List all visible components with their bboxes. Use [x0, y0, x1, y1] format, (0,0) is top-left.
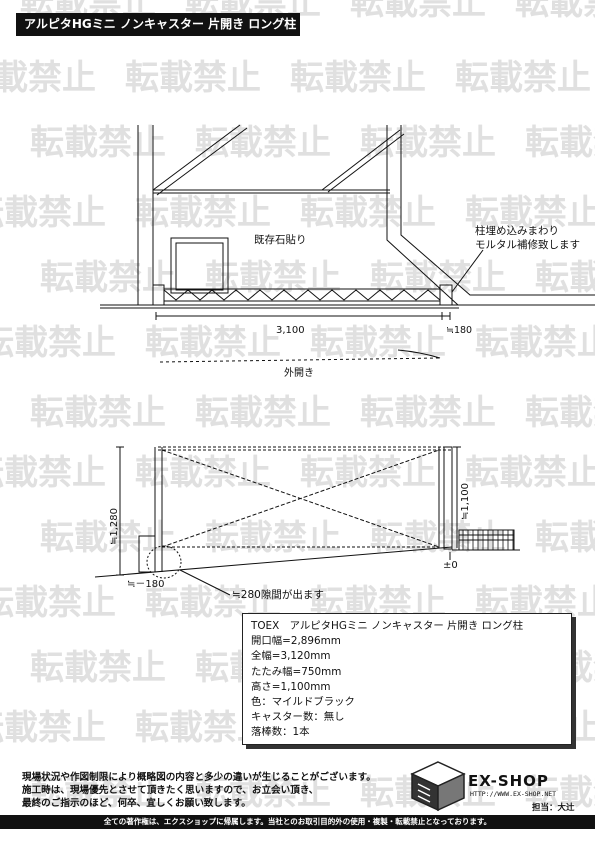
sloped-ground	[94, 546, 453, 578]
watermark-text: 転載禁止	[465, 453, 595, 493]
watermark-text: 転載禁止	[135, 453, 271, 493]
gate-cross	[161, 449, 440, 548]
spec-drop-rod: 落棒数：1本	[251, 726, 310, 739]
watermark-text: 転載禁止	[525, 773, 595, 813]
post-dim-label: ≒180	[446, 325, 472, 336]
opening-arrow	[397, 349, 441, 359]
watermark-text: 転載禁止	[195, 123, 331, 163]
copyright-footer: 全ての著作権は、エクスショップに帰属します。当社とのお取引目的外の使用・複製・転…	[0, 815, 595, 829]
watermark-text: 転載禁止	[0, 58, 96, 98]
left-post-base	[138, 535, 156, 573]
house-diagonal	[321, 129, 401, 191]
watermark-text: 転載禁止	[0, 583, 116, 623]
gap-leader	[179, 569, 231, 596]
watermark-text: 転載禁止	[145, 323, 281, 363]
gap-note-label: ≒280隙間が出ます	[232, 588, 324, 601]
watermark-text: 転載禁止	[0, 708, 106, 748]
spec-product: TOEX アルピタHGミニ ノンキャスター 片開き ロング柱	[251, 620, 524, 632]
spec-total-width: 全幅=3,120mm	[251, 650, 331, 663]
existing-stone-label: 既存石貼り	[254, 233, 307, 246]
gap-highlight	[146, 545, 182, 579]
watermark-text: 転載禁止	[535, 518, 595, 558]
watermark-text: 転載禁止	[0, 193, 106, 233]
zero-level-label: ±0	[443, 560, 458, 571]
house-diagonal	[327, 133, 405, 193]
spec-color: 色：マイルドブラック	[251, 696, 355, 709]
watermark-text: 転載禁止	[40, 518, 176, 558]
left-height-label: ≒1,280	[109, 508, 120, 545]
note-label-2: モルタル補修致します	[475, 238, 580, 251]
watermark-text: 転載禁止	[135, 193, 271, 233]
watermark-text: 転載禁止	[525, 123, 595, 163]
watermark-text: 転載禁止	[535, 258, 595, 298]
watermark-text: 転載禁止	[475, 323, 595, 363]
right-wall	[400, 125, 595, 296]
right-wall	[386, 125, 595, 306]
note-line: 最終のご指示のほど、何卒、宜しくお願い致します。	[22, 798, 251, 809]
spec-opening-width: 開口幅=2,896mm	[251, 635, 341, 648]
watermark-text: 転載禁止	[455, 58, 591, 98]
watermark-text: 転載禁止	[195, 393, 331, 433]
watermark-text: 転載禁止	[515, 0, 595, 23]
note-line: 現場状況や作図制限により概略図の内容と多少の違いが生じることがございます。	[22, 772, 376, 783]
page-title: アルピタHGミニ ノンキャスター 片開き ロング柱	[16, 13, 300, 36]
window-outer	[170, 237, 229, 294]
watermark-text: 転載禁止	[125, 58, 261, 98]
watermark-text: 転載禁止	[195, 773, 331, 813]
opening-direction-label: 外開き	[284, 367, 314, 379]
watermark-text: 転載禁止	[290, 58, 426, 98]
watermark-text: 転載禁止	[0, 323, 116, 363]
note-line: 施工時は、現場優先とさせて頂きたく思いますので、お立会い頂き、	[22, 785, 319, 796]
watermark-text: 転載禁止	[205, 518, 341, 558]
logo-cube-icon	[410, 761, 466, 812]
house-diagonal	[156, 127, 248, 196]
watermark-text: 転載禁止	[300, 453, 436, 493]
watermark-text: 転載禁止	[30, 773, 166, 813]
disclaimer-notes: 現場状況や作図制限により概略図の内容と多少の違いが生じることがございます。 施工…	[22, 771, 376, 810]
right-height-label: ≒1,100	[460, 483, 471, 520]
watermark-text: 転載禁止	[30, 393, 166, 433]
right-post	[439, 284, 453, 306]
house-diagonal	[152, 124, 241, 191]
left-level-label: ≒－180	[127, 579, 164, 590]
spec-folded-width: たたみ幅=750mm	[251, 665, 342, 678]
watermark-text: 転載禁止	[350, 0, 486, 23]
note-label-1: 柱埋め込みまわり	[475, 224, 559, 237]
watermark-text: 転載禁止	[370, 258, 506, 298]
left-post	[152, 284, 165, 306]
logo-url: HTTP://WWW.EX-SHOP.NET	[470, 790, 557, 798]
watermark-text: 転載禁止	[30, 123, 166, 163]
opening-direction	[159, 357, 441, 363]
spec-caster: キャスター数：無し	[251, 711, 345, 724]
watermark-text: 転載禁止	[360, 393, 496, 433]
watermark-text: 転載禁止	[525, 393, 595, 433]
watermark-text: 転載禁止	[30, 648, 166, 688]
note-leader	[451, 249, 484, 293]
window-inner	[175, 242, 224, 291]
width-dim-label: 3,100	[276, 325, 305, 336]
right-post-elev	[443, 446, 453, 550]
staff-label: 担当：大辻	[532, 803, 575, 813]
spec-box: TOEX アルピタHGミニ ノンキャスター 片開き ロング柱 開口幅=2,896…	[242, 613, 572, 745]
gate-zigzag	[163, 289, 441, 302]
watermark-text: 転載禁止	[465, 193, 595, 233]
spec-height: 高さ=1,100mm	[251, 680, 331, 693]
watermark-text: 転載禁止	[300, 193, 436, 233]
logo-name: EX-SHOP	[468, 772, 549, 790]
watermark-text: 転載禁止	[310, 323, 446, 363]
watermark-text: 転載禁止	[0, 453, 106, 493]
